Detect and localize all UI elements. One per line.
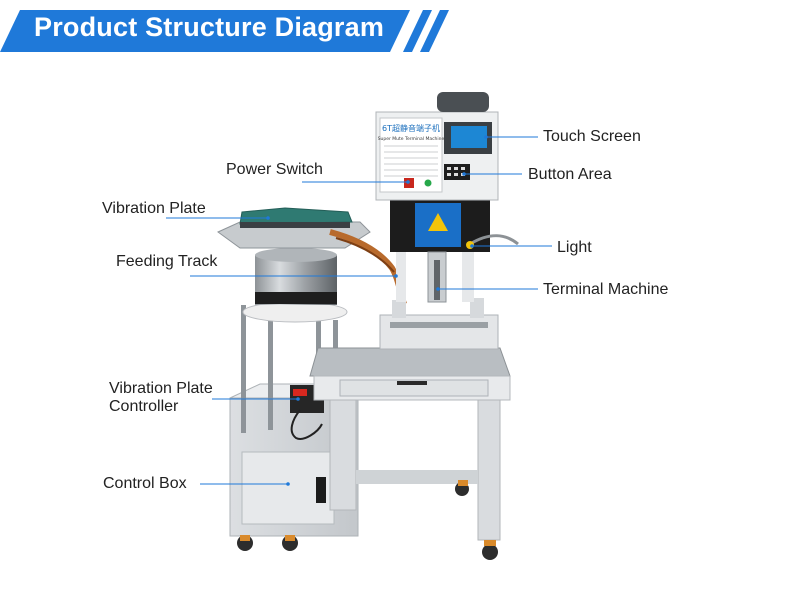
- label-feeding-track: Feeding Track: [116, 253, 218, 270]
- page-title: Product Structure Diagram: [34, 12, 385, 42]
- label-button-area: Button Area: [528, 166, 612, 183]
- machine-head: 6T超静音端子机 Super Mute Terminal Machine: [375, 92, 499, 201]
- label-terminal-machine: Terminal Machine: [543, 281, 669, 298]
- work-bench: [309, 347, 511, 560]
- touch-screen-graphic: [451, 126, 487, 148]
- label-control-box: Control Box: [103, 475, 187, 492]
- leader-lines: [166, 136, 552, 485]
- label-vibration-plate-controller-line1: Vibration Plate: [109, 380, 213, 397]
- vibration-bowl: [217, 207, 371, 323]
- label-light: Light: [557, 239, 592, 256]
- label-touch-screen: Touch Screen: [543, 128, 641, 145]
- title-banner: Product Structure Diagram: [0, 0, 450, 60]
- label-power-switch: Power Switch: [226, 161, 323, 178]
- banner-shape: [0, 10, 449, 52]
- svg-text:Super Mute Terminal Machine: Super Mute Terminal Machine: [378, 136, 445, 142]
- label-vibration-plate: Vibration Plate: [102, 200, 206, 217]
- terminal-machine-body: [379, 200, 519, 350]
- button-area-graphic: [444, 164, 470, 180]
- model-title-text: 6T超静音端子机: [382, 123, 440, 133]
- label-vibration-plate-controller-line2: Controller: [109, 398, 179, 415]
